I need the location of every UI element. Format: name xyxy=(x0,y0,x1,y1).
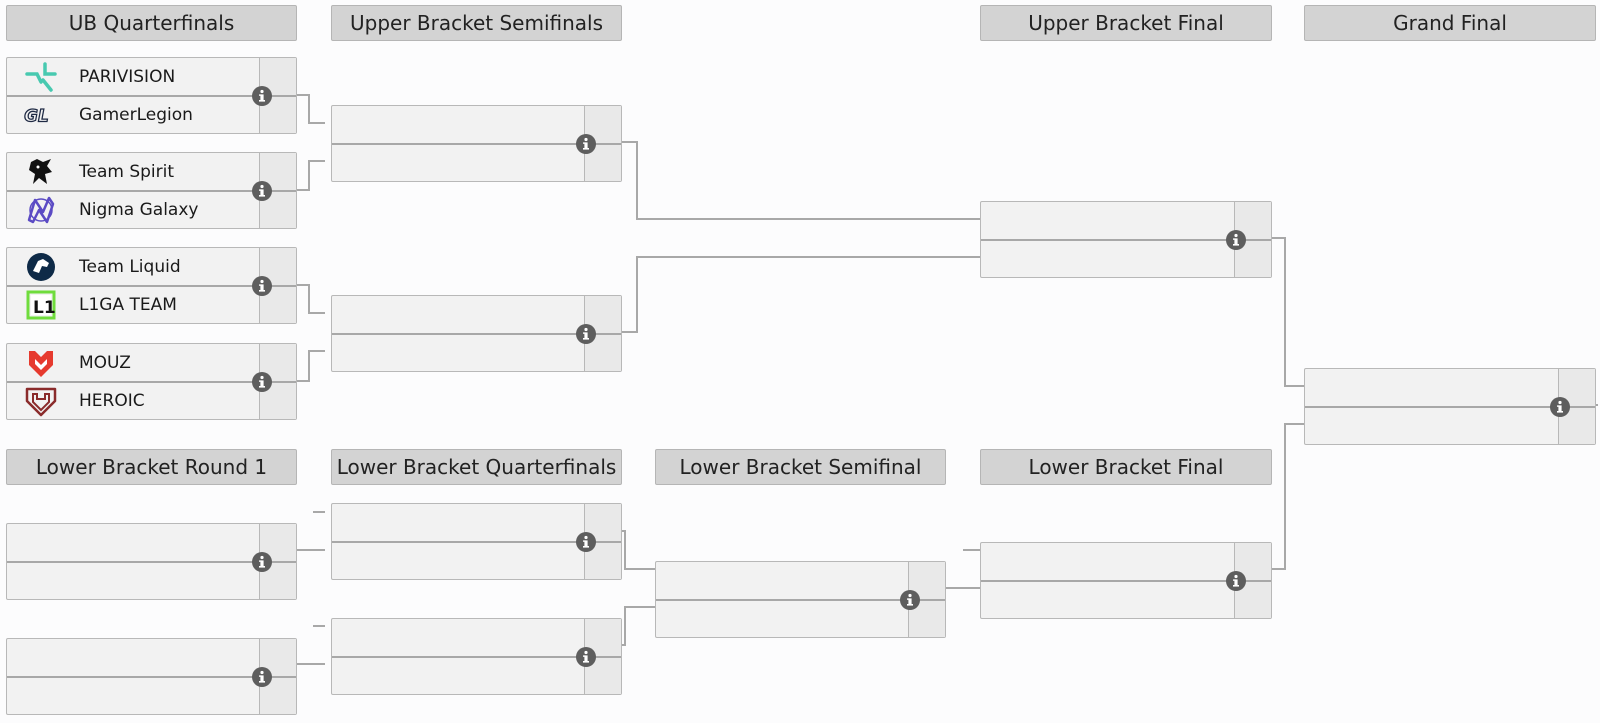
round-header-ub-semifinals: Upper Bracket Semifinals xyxy=(331,5,622,41)
team-name: HEROIC xyxy=(79,391,145,411)
match-lb-semifinal[interactable] xyxy=(655,561,946,638)
svg-text:L1: L1 xyxy=(33,298,56,318)
match-info-button[interactable] xyxy=(252,667,272,687)
svg-text:GL: GL xyxy=(24,105,48,125)
match-ubqf1[interactable]: PARIVISION GL GamerLegion xyxy=(6,57,297,134)
team-liquid-logo xyxy=(23,250,59,284)
match-info-button[interactable] xyxy=(252,181,272,201)
info-icon xyxy=(583,650,589,663)
info-icon xyxy=(1233,574,1239,587)
round-header-lb-final: Lower Bracket Final xyxy=(980,449,1272,485)
round-header-lb-round1: Lower Bracket Round 1 xyxy=(6,449,297,485)
match-info-button[interactable] xyxy=(576,134,596,154)
match-info-button[interactable] xyxy=(1226,571,1246,591)
match-ubqf2[interactable]: Team Spirit Nigma Galaxy xyxy=(6,152,297,229)
match-ubsf2[interactable] xyxy=(331,295,622,372)
match-info-button[interactable] xyxy=(576,532,596,552)
match-info-button[interactable] xyxy=(576,647,596,667)
info-icon xyxy=(907,593,913,606)
match-info-button[interactable] xyxy=(252,276,272,296)
match-ubqf4[interactable]: MOUZ HEROIC xyxy=(6,343,297,420)
team-name: PARIVISION xyxy=(79,67,176,87)
nigma-galaxy-logo xyxy=(23,193,59,227)
team-spirit-logo xyxy=(23,155,59,189)
match-info-button[interactable] xyxy=(252,372,272,392)
round-header-lb-semifinal: Lower Bracket Semifinal xyxy=(655,449,946,485)
team-row[interactable]: MOUZ xyxy=(7,345,131,381)
match-lbr1-1[interactable] xyxy=(6,523,297,600)
match-info-button[interactable] xyxy=(252,86,272,106)
team-name: Team Liquid xyxy=(79,257,181,277)
info-icon xyxy=(583,137,589,150)
round-title: Lower Bracket Quarterfinals xyxy=(336,455,617,479)
heroic-logo xyxy=(23,384,59,418)
info-icon xyxy=(259,555,265,568)
mouz-logo xyxy=(23,346,59,380)
round-title: Lower Bracket Round 1 xyxy=(35,455,268,479)
match-ub-final[interactable] xyxy=(980,201,1272,278)
match-grand-final[interactable] xyxy=(1304,368,1596,445)
round-header-lb-quarterfinals: Lower Bracket Quarterfinals xyxy=(331,449,622,485)
info-icon xyxy=(1233,233,1239,246)
round-title: Upper Bracket Final xyxy=(1028,11,1224,35)
match-lb-final[interactable] xyxy=(980,542,1272,619)
info-icon xyxy=(259,670,265,683)
parivision-logo xyxy=(23,60,59,94)
team-name: Team Spirit xyxy=(79,162,175,182)
match-info-button[interactable] xyxy=(576,324,596,344)
match-info-button[interactable] xyxy=(252,552,272,572)
team-name: L1GA TEAM xyxy=(79,295,177,315)
match-lbqf2[interactable] xyxy=(331,618,622,695)
info-icon xyxy=(259,89,265,102)
info-icon xyxy=(259,375,265,388)
team-name: MOUZ xyxy=(79,353,131,373)
round-header-ub-quarterfinals: UB Quarterfinals xyxy=(6,5,297,41)
match-info-button[interactable] xyxy=(1226,230,1246,250)
info-icon xyxy=(259,184,265,197)
round-title: Upper Bracket Semifinals xyxy=(349,11,604,35)
match-ubsf1[interactable] xyxy=(331,105,622,182)
team-row[interactable]: PARIVISION xyxy=(7,59,175,95)
match-lbqf1[interactable] xyxy=(331,503,622,580)
gamerlegion-logo: GL xyxy=(23,98,59,132)
team-row[interactable]: Team Spirit xyxy=(7,154,174,190)
match-lbr1-2[interactable] xyxy=(6,638,297,715)
team-name: GamerLegion xyxy=(79,105,193,125)
info-icon xyxy=(259,279,265,292)
team-row[interactable]: Nigma Galaxy xyxy=(7,192,198,228)
info-icon xyxy=(1557,400,1563,413)
round-title: Grand Final xyxy=(1393,11,1507,35)
team-row[interactable]: GL GamerLegion xyxy=(7,97,193,133)
info-icon xyxy=(583,535,589,548)
round-title: Lower Bracket Semifinal xyxy=(679,455,922,479)
team-row[interactable]: HEROIC xyxy=(7,383,145,419)
team-row[interactable]: Team Liquid xyxy=(7,249,181,285)
team-name: Nigma Galaxy xyxy=(79,200,199,220)
info-icon xyxy=(583,327,589,340)
match-info-button[interactable] xyxy=(1550,397,1570,417)
round-header-ub-final: Upper Bracket Final xyxy=(980,5,1272,41)
round-title: Lower Bracket Final xyxy=(1028,455,1224,479)
l1ga-team-logo: L1 xyxy=(23,288,59,322)
match-ubqf3[interactable]: Team Liquid L1 L1GA TEAM xyxy=(6,247,297,324)
round-title: UB Quarterfinals xyxy=(68,11,235,35)
match-info-button[interactable] xyxy=(900,590,920,610)
round-header-grand-final: Grand Final xyxy=(1304,5,1596,41)
team-row[interactable]: L1 L1GA TEAM xyxy=(7,287,177,323)
